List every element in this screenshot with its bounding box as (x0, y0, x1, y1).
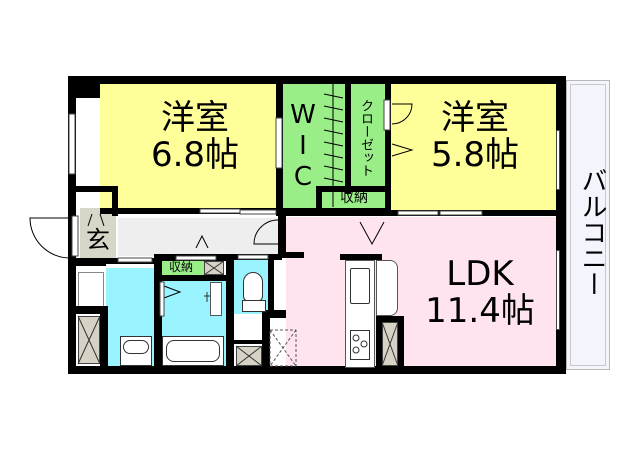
wall-wash-inner (100, 306, 108, 372)
ldk-label: LDK 11.4帖 (410, 256, 550, 329)
storage-1-room (322, 192, 386, 209)
wall-top-right (386, 76, 566, 84)
wall-hall-bottom-left (68, 258, 158, 264)
closet-room (350, 82, 386, 192)
western-room-2-label: 洋室 5.8帖 (400, 100, 550, 173)
entrance-floor (80, 208, 116, 262)
wall-hall-ldk (278, 214, 286, 254)
western-room-2-size: 5.8帖 (430, 134, 520, 175)
shower-panel (210, 282, 222, 316)
wall-closetbox-r (112, 186, 118, 216)
wall-room1-bottom (100, 208, 280, 214)
washbasin-bowl (123, 340, 149, 354)
wall-toilet-mid (232, 340, 268, 344)
balcony-window-frame-2 (556, 250, 560, 330)
storage-1-label: 収納 (340, 190, 368, 206)
wic-char-i: I (299, 131, 307, 162)
balcony-inner-border (570, 84, 606, 366)
western-room-2 (390, 82, 556, 211)
wall-bottom (68, 366, 566, 374)
wall-storage2-bottom (154, 275, 230, 281)
ldk-name: LDK (446, 254, 514, 294)
wall-wash-left (76, 258, 106, 266)
wic-char-c: C (293, 162, 313, 193)
balcony (566, 80, 610, 370)
wall-top-mid (278, 76, 390, 84)
wic-label: W I C (286, 100, 320, 194)
storage-2-label: 収納 (168, 260, 193, 274)
wall-toilet-right2 (262, 310, 286, 318)
wall-storage1-top (316, 186, 388, 192)
entrance-label: 玄 (86, 226, 110, 254)
wall-hall-ldk-2 (278, 252, 304, 258)
ldk-size: 11.4帖 (425, 290, 535, 331)
wall-pipe-box (68, 306, 108, 314)
counter-extension (376, 260, 398, 316)
western-room-1 (100, 82, 278, 209)
western-room-2-name: 洋室 (441, 98, 509, 138)
wall-bath-right (226, 254, 234, 372)
closet-label: クローゼット (358, 99, 374, 177)
wall-wic-right (345, 76, 351, 194)
wall-closetbox (76, 186, 116, 192)
toilet-tank (242, 300, 266, 312)
bathtub-inner (166, 340, 220, 362)
western-room-1-size: 6.8帖 (150, 134, 240, 175)
balcony-label: バルコニー (577, 167, 607, 297)
wall-bath-left (154, 254, 162, 372)
western-room-1-closet-area (76, 97, 100, 189)
wall-wic-bottom (278, 208, 390, 216)
ldk-room (286, 217, 556, 369)
western-room-1-name: 洋室 (161, 98, 229, 138)
wall-toilet-right (268, 254, 274, 314)
wall-closet-right (385, 76, 391, 216)
wall-storage1-left (316, 186, 322, 216)
wall-corner-block (68, 76, 100, 98)
x-marks (77, 260, 399, 367)
wall-kitchen-top (340, 254, 382, 260)
wall-top-left (68, 76, 282, 84)
storage-2-room (158, 261, 204, 278)
kitchen-sink (350, 268, 370, 304)
western-room-1-label: 洋室 6.8帖 (120, 100, 270, 173)
wall-right-outer (556, 76, 566, 372)
wic-char-w: W (290, 100, 316, 130)
balcony-window-frame-1 (556, 130, 560, 190)
